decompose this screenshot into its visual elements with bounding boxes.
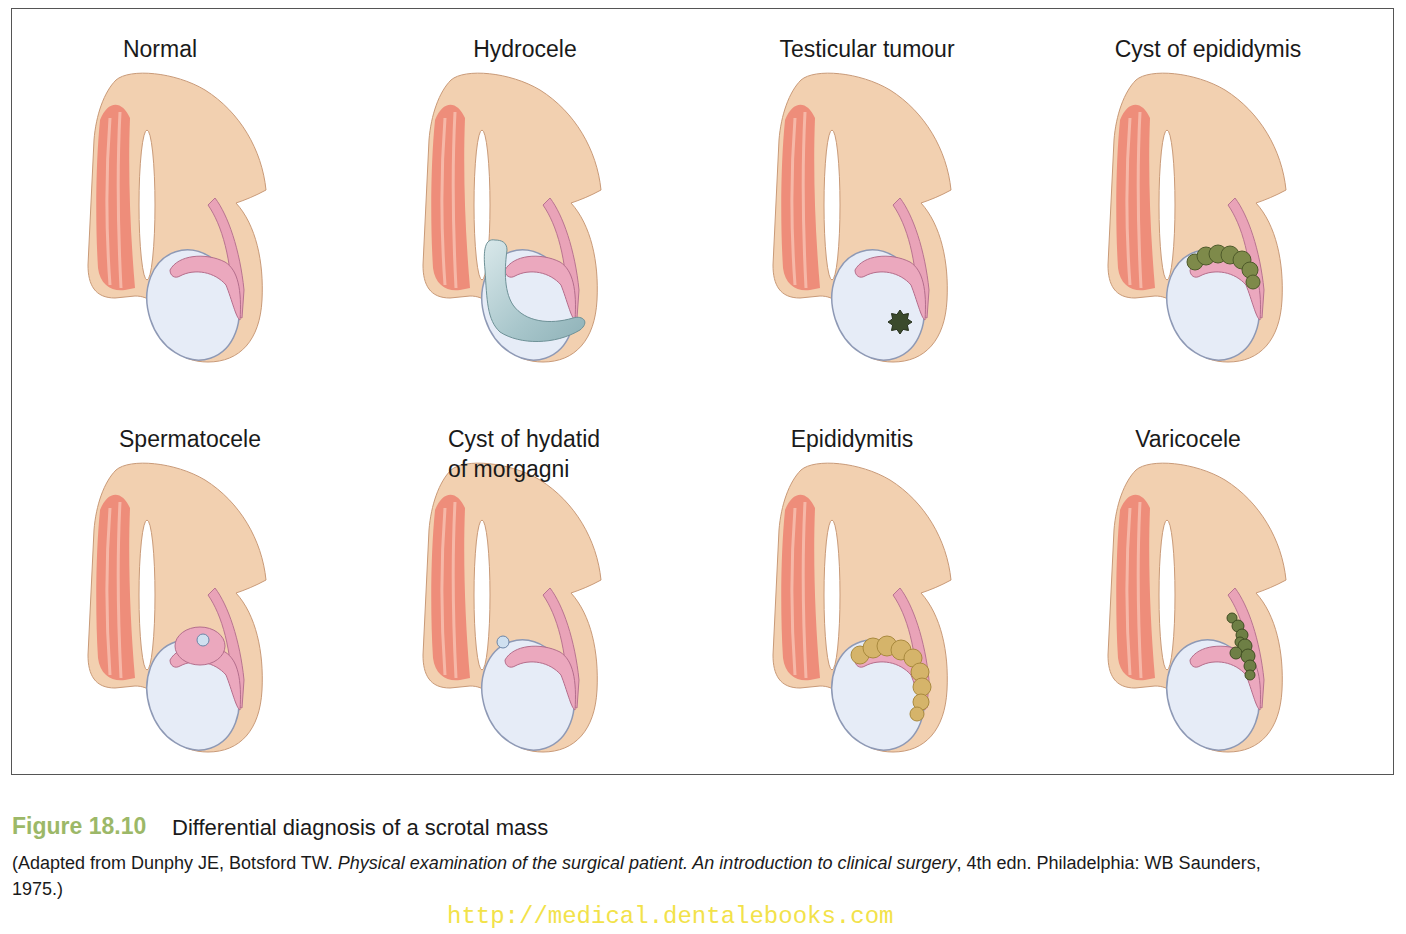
source-text: (Adapted from Dunphy JE, Botsford TW.	[12, 853, 333, 873]
panel-title: Cyst of hydatid of morgagni	[448, 424, 623, 484]
watermark: http://medical.dentalebooks.com	[447, 903, 893, 930]
hydatid-cyst-illustration	[423, 463, 601, 762]
normal-illustration	[88, 73, 266, 372]
spermatocele-illustration	[88, 463, 266, 762]
figure-caption: Differential diagnosis of a scrotal mass	[172, 815, 548, 841]
epididymitis-illustration	[773, 463, 951, 762]
panel-title: Varicocele	[1038, 424, 1338, 454]
figure-number: Figure 18.10	[12, 813, 146, 840]
panel-title: Spermatocele	[40, 424, 340, 454]
epididymal-cyst-illustration	[1108, 73, 1286, 372]
source-text: Physical examination of the surgical pat…	[338, 853, 957, 873]
panel-title: Epididymitis	[702, 424, 1002, 454]
source-note: (Adapted from Dunphy JE, Botsford TW. Ph…	[12, 850, 1312, 902]
panel-title: Hydrocele	[375, 34, 675, 64]
tumour-illustration	[773, 73, 951, 372]
panel-title: Testicular tumour	[717, 34, 1017, 64]
panel-title: Normal	[10, 34, 310, 64]
panel-title: Cyst of epididymis	[1058, 34, 1358, 64]
hydrocele-illustration	[423, 73, 601, 372]
varicocele-illustration	[1108, 463, 1286, 762]
